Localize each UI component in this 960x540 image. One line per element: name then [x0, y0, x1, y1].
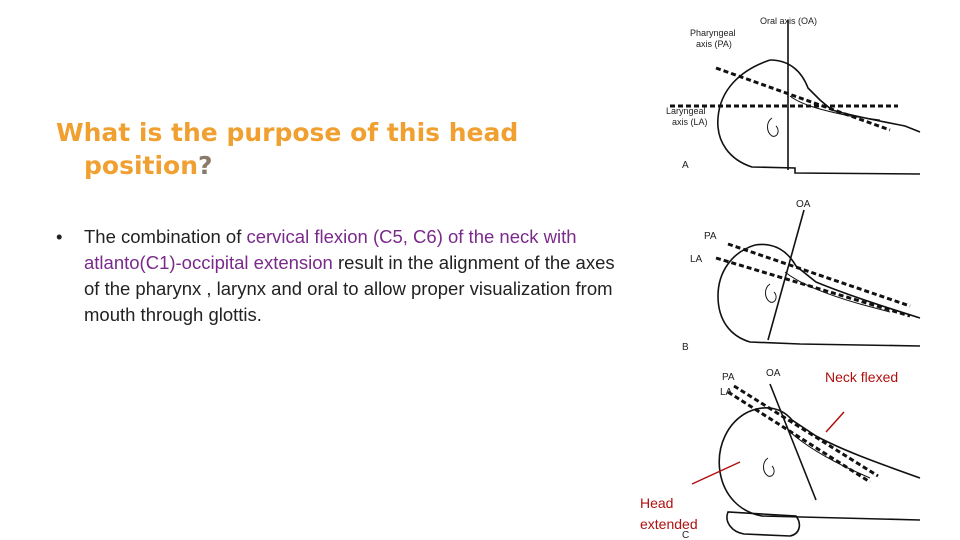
panel-a-laryngeal-axis-label-2: axis (LA) [672, 117, 708, 127]
panel-b-laryngeal-axis-line [715, 256, 911, 318]
panel-a-pharyngeal-axis-line [715, 66, 891, 132]
panel-a-airway [789, 95, 881, 121]
panel-c-neck-flexed-pointer [825, 411, 845, 433]
bullet-dot: • [56, 226, 63, 247]
slide-title-line1: What is the purpose of this head [56, 118, 519, 147]
panel-b-ear [765, 283, 777, 303]
panel-a-oral-axis-label: Oral axis (OA) [760, 16, 817, 26]
panel-c-oral-axis-line [769, 383, 817, 501]
bullet-item: • The combination of cervical flexion (C… [56, 224, 616, 328]
panel-b-letter: B [682, 342, 689, 353]
panel-a-pharyngeal-axis-label-2: axis (PA) [696, 39, 732, 49]
panel-b-pharyngeal-axis-line [727, 242, 911, 308]
airway-axes-figure: Oral axis (OA) Pharyngeal axis (PA) Lary… [620, 0, 960, 540]
panel-c-neck-flexed-label: Neck flexed [825, 369, 898, 385]
panel-c-face-profile [747, 407, 921, 479]
panel-b-pa-label: PA [704, 231, 717, 242]
panel-c: PA OA LA C Neck flexed Head extended [640, 368, 921, 540]
panel-b-head-outline [717, 244, 921, 347]
slide-title-question-mark: ? [198, 151, 213, 180]
panel-a-head-outline [717, 59, 921, 175]
slide-title: What is the purpose of this head positio… [56, 116, 616, 182]
panel-a: Oral axis (OA) Pharyngeal axis (PA) Lary… [666, 16, 921, 175]
panel-c-head-extended-pointer [691, 461, 741, 485]
panel-c-pillow [726, 511, 801, 537]
panel-c-pa-label: PA [722, 372, 735, 383]
panel-c-head-extended-label-1: Head [640, 495, 673, 511]
panel-a-laryngeal-axis-label-1: Laryngeal [666, 106, 706, 116]
bullet-highlight: cervical flexion (C5, C6) of the neck wi… [84, 226, 577, 273]
panel-a-letter: A [682, 160, 689, 171]
panel-c-laryngeal-axis-line [727, 390, 871, 484]
panel-a-ear [767, 117, 779, 137]
panel-c-head-outline [718, 411, 921, 521]
slide-title-line2-wrap: position? [56, 149, 616, 182]
bullet-list: • The combination of cervical flexion (C… [56, 224, 616, 328]
panel-c-oa-label: OA [766, 368, 781, 379]
slide-title-line2: position [84, 151, 199, 180]
panel-b: OA PA LA B [682, 199, 921, 353]
bullet-text-before: The combination of [84, 226, 247, 247]
panel-b-face-profile [754, 243, 921, 319]
panel-a-pharyngeal-axis-label-1: Pharyngeal [690, 28, 736, 38]
panel-b-la-label: LA [690, 254, 703, 265]
panel-b-oral-axis-line [767, 209, 805, 341]
panel-c-letter: C [682, 530, 689, 540]
panel-c-la-label: LA [720, 387, 733, 398]
panel-c-head-extended-label-2: extended [640, 516, 698, 532]
panel-b-oa-label: OA [796, 199, 811, 210]
airway-axes-illustration: Oral axis (OA) Pharyngeal axis (PA) Lary… [640, 16, 921, 540]
panel-b-airway [784, 271, 891, 313]
bullet-text-after: result in the alignment of the axes of t… [84, 252, 615, 325]
panel-c-pharyngeal-axis-line [733, 384, 879, 478]
panel-c-ear [763, 457, 775, 477]
